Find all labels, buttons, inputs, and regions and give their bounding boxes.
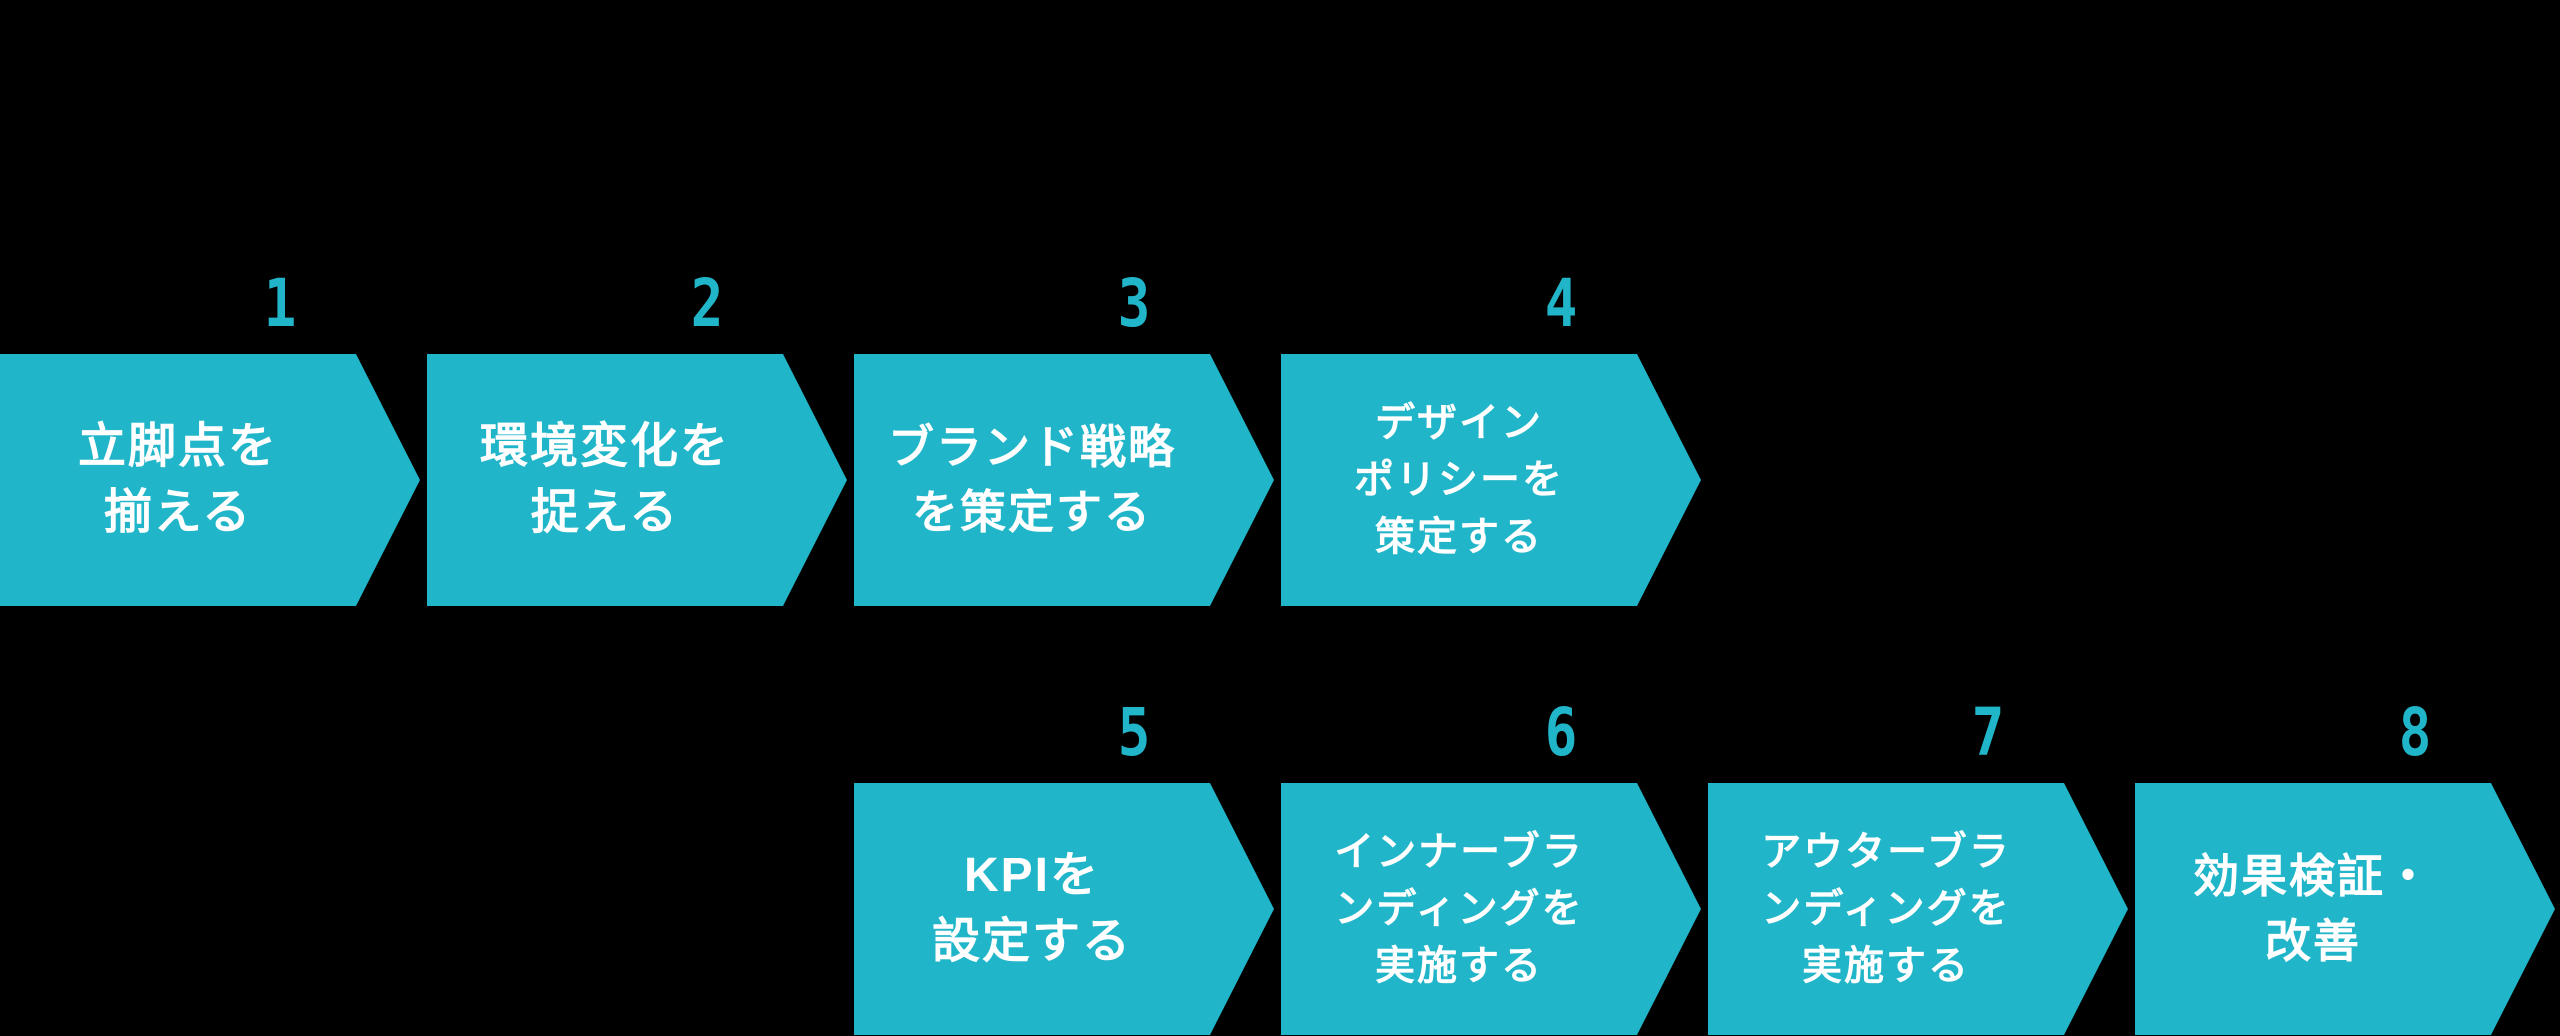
- step-label-7: アウターブラ ンディングを 実施する: [1708, 783, 2064, 1035]
- step-arrow-shape-7: アウターブラ ンディングを 実施する: [1708, 783, 2128, 1035]
- step-number-1: 1: [263, 265, 297, 342]
- step-label-line: 効果検証・: [2193, 850, 2433, 902]
- step-label-line: 捉える: [530, 486, 680, 539]
- process-step-5: 5 KPIを 設定する: [854, 694, 1274, 1035]
- process-step-6: 6 インナーブラ ンディングを 実施する: [1281, 694, 1701, 1035]
- step-arrow-shape-3: ブランド戦略 を策定する: [854, 354, 1274, 606]
- step-label-8: 効果検証・ 改善: [2135, 783, 2491, 1035]
- process-step-3: 3 ブランド戦略 を策定する: [854, 265, 1274, 606]
- step-label-line: アウターブラ: [1761, 829, 2011, 874]
- step-label-5: KPIを 設定する: [854, 783, 1210, 1035]
- step-number-5: 5: [1117, 694, 1151, 771]
- step-arrow-shape-8: 効果検証・ 改善: [2135, 783, 2555, 1035]
- step-label-1: 立脚点を 揃える: [0, 354, 356, 606]
- step-arrow-shape-6: インナーブラ ンディングを 実施する: [1281, 783, 1701, 1035]
- step-label-line: ンディングを: [1761, 886, 2011, 931]
- step-label-6: インナーブラ ンディングを 実施する: [1281, 783, 1637, 1035]
- step-label-line: KPIを: [963, 849, 1101, 902]
- step-label-line: 設定する: [931, 915, 1132, 968]
- step-number-6: 6: [1544, 694, 1578, 771]
- step-label-line: 環境変化を: [479, 420, 730, 473]
- step-label-line: 実施する: [1375, 943, 1543, 988]
- step-arrow-shape-2: 環境変化を 捉える: [427, 354, 847, 606]
- step-number-7: 7: [1971, 694, 2005, 771]
- step-label-line: を策定する: [912, 486, 1152, 538]
- step-label-line: ポリシーを: [1354, 457, 1564, 502]
- step-label-line: 立脚点を: [77, 420, 278, 473]
- step-label-line: 実施する: [1802, 943, 1970, 988]
- step-arrow-shape-4: デザイン ポリシーを 策定する: [1281, 354, 1701, 606]
- step-label-line: 改善: [2265, 915, 2361, 967]
- process-step-2: 2 環境変化を 捉える: [427, 265, 847, 606]
- step-label-3: ブランド戦略 を策定する: [854, 354, 1210, 606]
- step-number-4: 4: [1544, 265, 1578, 342]
- step-number-8: 8: [2398, 694, 2432, 771]
- step-label-4: デザイン ポリシーを 策定する: [1281, 354, 1637, 606]
- process-step-7: 7 アウターブラ ンディングを 実施する: [1708, 694, 2128, 1035]
- step-label-2: 環境変化を 捉える: [427, 354, 783, 606]
- process-step-1: 1 立脚点を 揃える: [0, 265, 420, 606]
- step-arrow-shape-5: KPIを 設定する: [854, 783, 1274, 1035]
- step-label-line: ンディングを: [1334, 886, 1584, 931]
- step-arrow-shape-1: 立脚点を 揃える: [0, 354, 420, 606]
- step-label-line: 揃える: [103, 486, 253, 539]
- process-step-4: 4 デザイン ポリシーを 策定する: [1281, 265, 1701, 606]
- step-label-line: 策定する: [1375, 514, 1543, 559]
- process-step-8: 8 効果検証・ 改善: [2135, 694, 2555, 1035]
- step-label-line: ブランド戦略: [888, 421, 1176, 473]
- step-number-3: 3: [1117, 265, 1151, 342]
- step-number-2: 2: [690, 265, 724, 342]
- step-label-line: インナーブラ: [1334, 829, 1584, 874]
- step-label-line: デザイン: [1375, 400, 1543, 445]
